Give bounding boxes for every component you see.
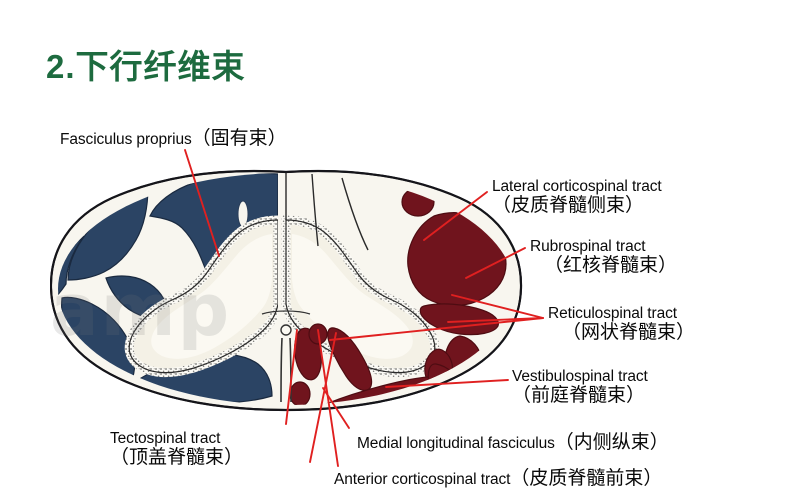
label-rubrospinal-en: Rubrospinal tract xyxy=(530,238,646,255)
label-lateral-corticospinal-en: Lateral corticospinal tract xyxy=(492,178,662,195)
label-medial-longitudinal-cn: （内侧纵束） xyxy=(554,432,669,453)
label-anterior-corticospinal-en: Anterior corticospinal tract xyxy=(334,471,511,488)
label-medial-longitudinal-en: Medial longitudinal fasciculus xyxy=(357,435,555,452)
label-fasciculus-proprius-en: Fasciculus proprius xyxy=(60,131,192,148)
label-lateral-corticospinal-cn: （皮质脊髓侧束） xyxy=(492,195,645,217)
posterolateral-sulcus xyxy=(341,177,369,251)
spinal-cord-diagram: amp xyxy=(50,158,530,420)
label-fasciculus-proprius-cn: （固有束） xyxy=(191,128,287,149)
label-medial-longitudinal-fasciculus: Medial longitudinal fasciculus（内侧纵束） xyxy=(357,432,669,453)
label-tectospinal-cn: （顶盖脊髓束） xyxy=(110,447,244,469)
label-reticulospinal-tract: Reticulospinal tract （网状脊髓束） xyxy=(548,305,695,344)
label-tectospinal-tract: Tectospinal tract （顶盖脊髓束） xyxy=(110,430,243,469)
left-gray-matter-core xyxy=(151,234,273,359)
label-reticulospinal-en: Reticulospinal tract xyxy=(548,305,677,322)
central-canal xyxy=(280,324,292,336)
tract-medial-small-upper xyxy=(308,323,328,345)
left-gray-matter-outline xyxy=(128,219,278,374)
gray-commissure xyxy=(261,310,311,315)
anterior-median-fissure xyxy=(280,337,283,403)
label-vestibulospinal-en: Vestibulospinal tract xyxy=(512,368,648,385)
page-title: 2.下行纤维束 xyxy=(46,48,246,85)
label-reticulospinal-cn: （网状脊髓束） xyxy=(562,322,696,344)
label-anterior-corticospinal-cn: （皮质脊髓前束） xyxy=(510,468,663,489)
label-rubrospinal-tract: Rubrospinal tract （红核脊髓束） xyxy=(530,238,677,277)
spinal-cord-illustration xyxy=(50,169,523,412)
tract-tectospinal xyxy=(289,381,311,405)
label-vestibulospinal-tract: Vestibulospinal tract （前庭脊髓束） xyxy=(512,368,648,407)
label-fasciculus-proprius: Fasciculus proprius（固有束） xyxy=(60,128,287,149)
label-vestibulospinal-cn: （前庭脊髓束） xyxy=(512,385,646,407)
label-anterior-corticospinal-tract: Anterior corticospinal tract（皮质脊髓前束） xyxy=(334,468,662,489)
posterior-median-sulcus xyxy=(311,173,319,247)
label-rubrospinal-cn: （红核脊髓束） xyxy=(544,255,678,277)
label-tectospinal-en: Tectospinal tract xyxy=(110,430,221,447)
label-lateral-corticospinal-tract: Lateral corticospinal tract （皮质脊髓侧束） xyxy=(492,178,662,217)
